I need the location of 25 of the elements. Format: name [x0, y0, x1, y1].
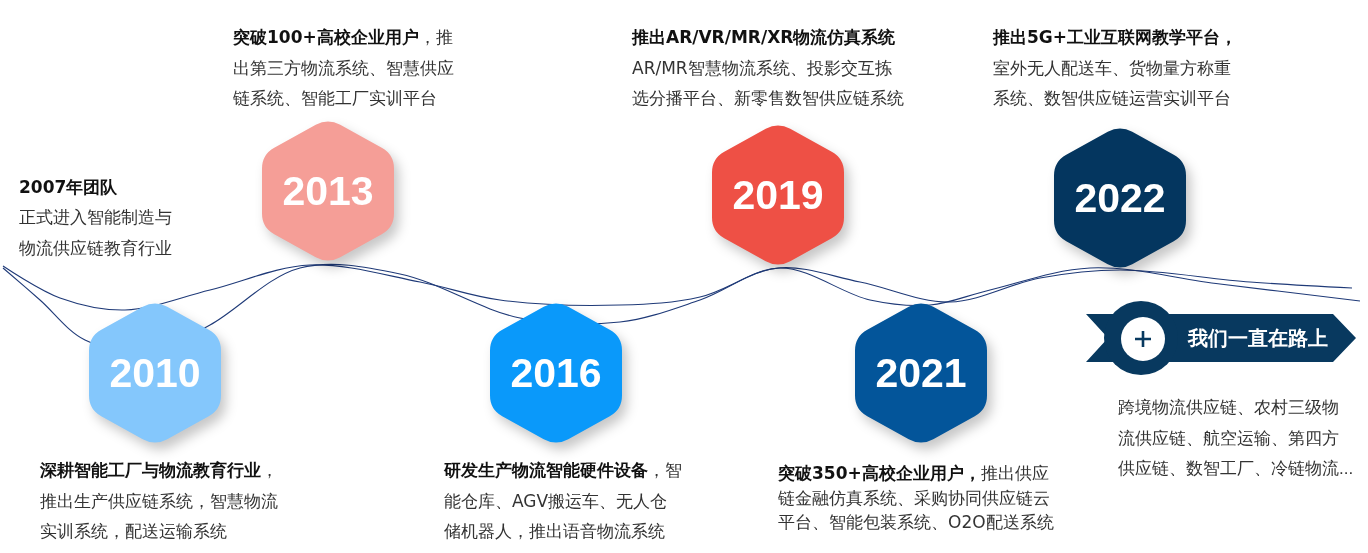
year-hexagon: [712, 122, 844, 268]
year-label: 2021: [875, 352, 967, 394]
milestone-heading: 2007年团队: [19, 176, 118, 199]
milestone-description: 室外无人配送车、货物量方称重系统、数智供应链运营实训平台: [993, 56, 1232, 110]
milestone-description: 深耕智能工厂与物流教育行业，推出生产供应链系统，智慧物流实训系统，配送运输系统: [40, 459, 279, 543]
year-hexagon: [89, 300, 221, 446]
milestone-description: 研发生产物流智能硬件设备，智能仓库、AGV搬运车、无人仓储机器人，推出语音物流系统: [444, 459, 683, 543]
milestone-heading: 推出5G+工业互联网教学平台，: [993, 26, 1238, 49]
milestone-description: AR/MR智慧物流系统、投影交互拣选分播平台、新零售数智供应链系统: [632, 56, 905, 110]
year-hexagon: [490, 300, 622, 446]
ribbon-banner: [1086, 300, 1358, 377]
year-label: 2019: [732, 174, 824, 216]
milestone-heading: 推出AR/VR/MR/XR物流仿真系统: [632, 26, 896, 49]
milestone-description: 突破350+高校企业用户，推出供应链金融仿真系统、采购协同供应链云平台、智能包装系统、O2O配送系统: [778, 462, 1055, 534]
year-hexagon: [1054, 125, 1186, 271]
milestone-description: 突破100+高校企业用户，推出第三方物流系统、智慧供应链系统、智能工厂实训平台: [233, 26, 455, 110]
year-label: 2016: [510, 352, 602, 394]
year-label: 2010: [109, 352, 201, 394]
year-hexagon: [262, 118, 394, 264]
year-label: 2013: [282, 170, 374, 212]
milestone-description: 跨境物流供应链、农村三级物流供应链、航空运输、第四方供应链、数智工厂、冷链物流...: [1118, 397, 1354, 480]
year-label: 2022: [1074, 177, 1166, 219]
milestone-description: 正式进入智能制造与物流供应链教育行业: [19, 206, 173, 260]
banner-title: 我们一直在路上: [1188, 328, 1328, 348]
year-hexagon: [855, 300, 987, 446]
